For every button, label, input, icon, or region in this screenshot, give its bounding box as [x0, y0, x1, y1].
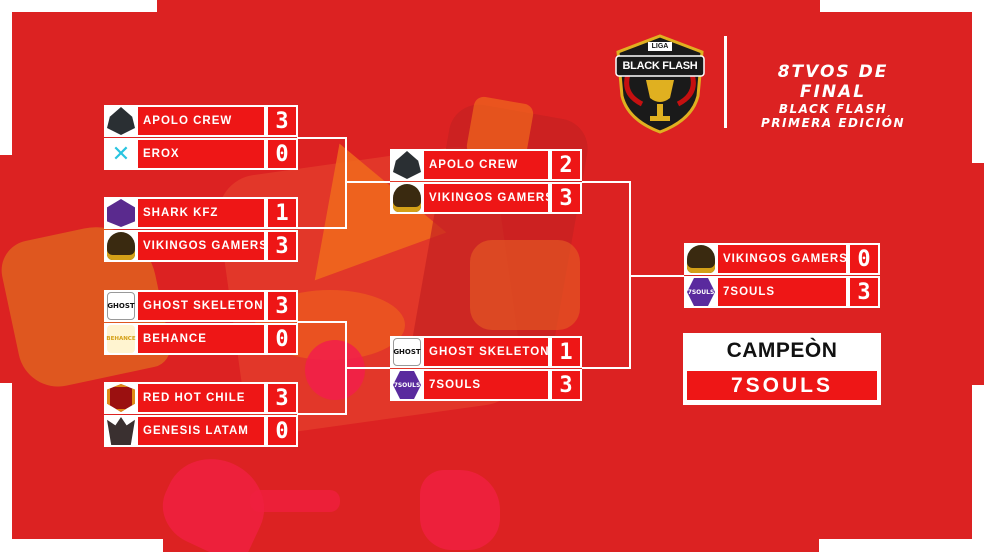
corner-white-left-top: [0, 0, 12, 155]
team-logo: [684, 243, 718, 275]
team-name: RED HOT CHILE: [138, 382, 266, 414]
team-name: 7SOULS: [424, 369, 550, 401]
vikingos-gamers-logo-icon: [687, 245, 715, 273]
team-name: BEHANCE: [138, 323, 266, 355]
vikingos-gamers-logo-icon: [393, 184, 421, 212]
background-panel-right-tab: [960, 163, 984, 385]
team-name: 7SOULS: [718, 276, 848, 308]
corner-white-bottom-left-bar: [0, 539, 163, 552]
champion-label: CAMPEÒN: [726, 339, 838, 362]
shark-kfz-logo-icon: [107, 199, 135, 227]
header-title-block: 8TVOS DE FINAL BLACK FLASH PRIMERA EDICI…: [748, 62, 918, 130]
connector-r1-top-out: [345, 181, 390, 183]
team-logo: [104, 105, 138, 137]
edition-label: PRIMERA EDICIÓN: [761, 116, 905, 130]
corner-white-top-left-bar: [0, 0, 157, 12]
trophy-shield-icon: [615, 34, 705, 134]
red-hot-chile-logo-icon: [107, 384, 135, 412]
team-name: VIKINGOS GAMERS: [138, 230, 267, 262]
connector-r2-out: [629, 275, 684, 277]
team-name: VIKINGOS GAMERS: [424, 182, 553, 214]
team-name: GHOST SKELETON: [138, 290, 266, 322]
behance-logo-icon: BEHANCE: [106, 325, 136, 353]
team-score: 3: [266, 382, 298, 414]
team-name: EROX: [138, 138, 266, 170]
team-score: 3: [848, 276, 880, 308]
logo-top-text: LIGA: [651, 43, 669, 50]
liga-black-flash-logo: LIGA BLACK FLASH: [612, 34, 708, 134]
team-logo: GHOST: [390, 336, 424, 368]
champion-card: CAMPEÒN 7SOULS: [683, 333, 881, 405]
connector-r2-h2: [582, 367, 631, 369]
team-logo: ✕: [104, 138, 138, 170]
corner-white-top-right-bar: [820, 0, 984, 12]
league-name: BLACK FLASH: [778, 102, 888, 116]
team-logo: [104, 197, 138, 229]
team-score: 3: [266, 105, 298, 137]
team-score: 2: [550, 149, 582, 181]
connector-r1-top-h2: [297, 227, 347, 229]
team-score: 0: [848, 243, 880, 275]
ghost-skeleton-logo-icon: GHOST: [107, 292, 135, 320]
connector-r2-h1: [582, 181, 631, 183]
team-logo: 7SOULS: [390, 369, 424, 401]
background-panel-left-tab: [0, 155, 24, 383]
team-score: 1: [550, 336, 582, 368]
stage-title: 8TVOS DE FINAL: [777, 62, 889, 102]
champion-name: 7SOULS: [687, 371, 877, 400]
apolo-crew-logo-icon: [393, 151, 421, 179]
apolo-crew-logo-icon: [107, 107, 135, 135]
vikingos-gamers-logo-icon: [107, 232, 135, 260]
connector-r1-top-h1: [297, 137, 347, 139]
team-score: 0: [266, 138, 298, 170]
team-name: VIKINGOS GAMERS: [718, 243, 848, 275]
ghost-skeleton-logo-icon: GHOST: [393, 338, 421, 366]
background-top-fill: [157, 0, 820, 12]
corner-white-left-bottom: [0, 383, 12, 552]
team-name: APOLO CREW: [138, 105, 266, 137]
team-logo: [390, 149, 424, 181]
team-name: GENESIS LATAM: [138, 415, 266, 447]
connector-r1-bottom-h2: [297, 413, 347, 415]
team-score: 0: [266, 323, 298, 355]
team-logo: 7SOULS: [684, 276, 718, 308]
team-name: SHARK KFZ: [138, 197, 266, 229]
corner-white-bottom-right-bar: [819, 539, 984, 552]
team-name: APOLO CREW: [424, 149, 550, 181]
connector-r1-bottom-h1: [297, 321, 347, 323]
genesis-latam-logo-icon: [107, 417, 135, 445]
erox-logo-icon: ✕: [111, 141, 131, 167]
7souls-logo-icon: 7SOULS: [687, 278, 715, 306]
team-score: 1: [266, 197, 298, 229]
team-score: 3: [550, 182, 582, 214]
header-divider: [724, 36, 727, 128]
team-score: 3: [266, 230, 298, 262]
7souls-logo-icon: 7SOULS: [393, 371, 421, 399]
corner-white-right-top: [972, 0, 984, 163]
connector-r1-top-v: [345, 137, 347, 229]
team-score: 3: [266, 290, 298, 322]
team-logo: [104, 382, 138, 414]
team-logo: [104, 415, 138, 447]
background-bottom-fill: [163, 539, 819, 552]
corner-white-right-bottom: [972, 385, 984, 552]
team-score: 3: [550, 369, 582, 401]
logo-main-text: BLACK FLASH: [622, 60, 698, 72]
team-logo: [390, 182, 424, 214]
team-logo: BEHANCE: [104, 323, 138, 355]
team-score: 0: [266, 415, 298, 447]
team-name: GHOST SKELETON: [424, 336, 550, 368]
team-logo: [104, 230, 138, 262]
team-logo: GHOST: [104, 290, 138, 322]
connector-r1-bottom-out: [345, 367, 390, 369]
